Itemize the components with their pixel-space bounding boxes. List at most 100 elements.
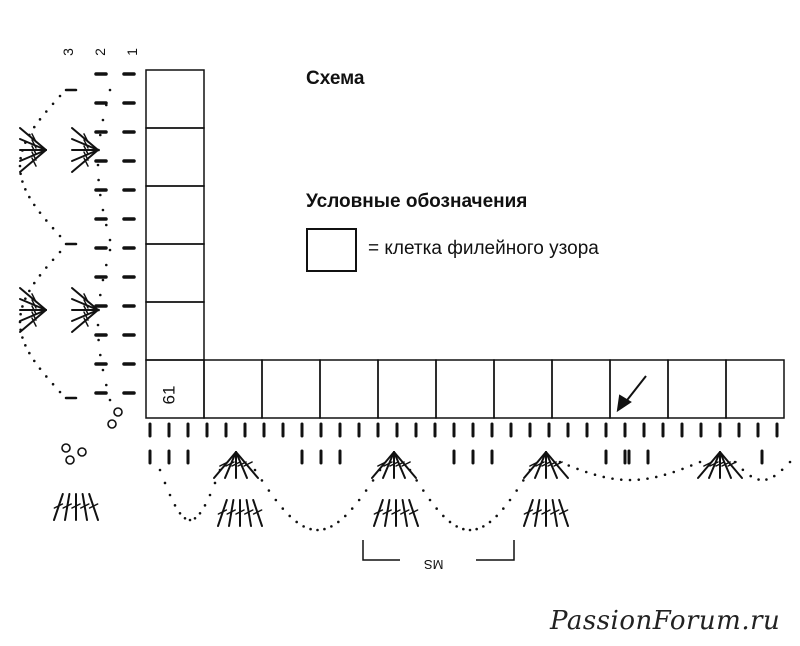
- shell-cluster-row2: [523, 451, 569, 479]
- chain-stitch: [108, 238, 112, 242]
- filet-cell: [667, 359, 727, 419]
- treble-bar: [31, 293, 37, 303]
- chain-stitch: [21, 336, 24, 339]
- chain-stitch: [663, 473, 667, 477]
- treble-stitch: [558, 499, 569, 527]
- repeat-label: MS: [424, 557, 444, 572]
- row-number-3: 3: [59, 48, 76, 56]
- chain-stitch: [58, 250, 62, 254]
- chain-stitch: [51, 102, 55, 106]
- treble-stitch: [19, 287, 47, 311]
- chain-stitch: [274, 498, 278, 502]
- treble-stitch: [523, 499, 534, 527]
- chain-stitch: [558, 460, 562, 464]
- treble-bar: [83, 139, 89, 149]
- chain-stitch: [698, 460, 702, 464]
- treble-bar: [244, 509, 254, 515]
- chain-stitch: [309, 527, 312, 531]
- filet-cell: [145, 69, 205, 129]
- chain-stitch: [323, 527, 326, 531]
- treble-stitch: [19, 127, 47, 151]
- treble-stitch: [217, 499, 228, 527]
- chain-stitch: [267, 489, 271, 492]
- chain-stitch: [97, 338, 100, 342]
- treble-bar: [401, 461, 411, 467]
- treble-bar: [71, 503, 81, 509]
- row-number-2: 2: [91, 48, 108, 56]
- chain-stitch: [741, 468, 745, 472]
- chain-stitch: [475, 527, 478, 531]
- chain-stitch: [108, 398, 112, 402]
- chain-stitch: [97, 178, 100, 182]
- treble-bar: [31, 305, 37, 315]
- chain-stitch: [765, 478, 768, 481]
- chain-stitch: [749, 474, 753, 478]
- legend-filet-cell-symbol: [306, 228, 357, 272]
- treble-stitch: [371, 451, 395, 479]
- treble-stitch: [19, 138, 47, 151]
- chain-stitch: [295, 520, 298, 524]
- treble-stitch: [19, 298, 47, 311]
- treble-bar: [400, 509, 410, 515]
- chain-stitch: [58, 94, 62, 98]
- treble-stitch: [708, 451, 721, 479]
- chain-stitch: [495, 514, 498, 518]
- chain-stitch: [611, 477, 614, 480]
- chain-stitch: [198, 512, 202, 515]
- chain-stitch: [21, 305, 24, 308]
- shell-cluster-left-row2: [71, 287, 99, 333]
- chain-stitch: [58, 234, 62, 238]
- chain-stitch: [168, 493, 172, 497]
- chain-stitch: [502, 507, 505, 510]
- chain-stitch: [38, 367, 42, 370]
- chain-stitches: [158, 468, 222, 522]
- treble-bar: [558, 509, 569, 515]
- chain-stitch: [38, 211, 42, 214]
- chain-stitch: [193, 516, 197, 520]
- chain-stitch: [28, 133, 31, 137]
- treble-stitch: [64, 493, 71, 521]
- filet-cell: [551, 359, 611, 419]
- treble-stitch: [252, 499, 263, 527]
- chain-stitch: [51, 258, 55, 262]
- treble-bar: [389, 461, 399, 467]
- chain-stitch: [415, 479, 418, 482]
- treble-stitch: [228, 499, 235, 527]
- chain-stitch: [468, 528, 472, 532]
- chain-stitch: [213, 481, 217, 485]
- chain-stitch: [24, 141, 27, 144]
- filet-cell: [145, 243, 205, 303]
- chain-stitch: [21, 149, 24, 152]
- treble-bar: [541, 461, 551, 467]
- legend-filet-cell-label: = клетка филейного узора: [368, 238, 599, 259]
- treble-stitch: [382, 451, 395, 479]
- treble-stitch: [534, 451, 547, 479]
- stitch-symbols: [18, 72, 792, 532]
- treble-stitch: [384, 499, 391, 527]
- chain-stitch: [97, 148, 100, 152]
- chain-stitch: [28, 195, 31, 199]
- treble-bar: [62, 503, 72, 509]
- treble-bar: [83, 305, 89, 315]
- chain-stitch: [488, 520, 492, 524]
- chain-stitch: [101, 368, 105, 372]
- filet-cell: [435, 359, 495, 419]
- picot: [113, 407, 123, 417]
- chain-stitch: [482, 525, 485, 528]
- chain-stitch: [98, 353, 102, 357]
- shell-cluster-row3: [217, 499, 263, 527]
- treble-bar: [532, 509, 542, 515]
- treble-bar: [541, 509, 551, 515]
- treble-bar: [391, 509, 401, 515]
- chain-stitch: [108, 248, 112, 252]
- chain-stitch: [173, 504, 177, 507]
- chain-stitch: [32, 359, 36, 363]
- shell-cluster-row2: [371, 451, 417, 479]
- chain-stitch: [158, 468, 162, 472]
- treble-bar: [383, 461, 393, 467]
- filet-cell: [493, 359, 553, 419]
- treble-bar: [31, 145, 37, 155]
- chain-stitch: [104, 103, 108, 107]
- chain-stitch: [21, 180, 24, 183]
